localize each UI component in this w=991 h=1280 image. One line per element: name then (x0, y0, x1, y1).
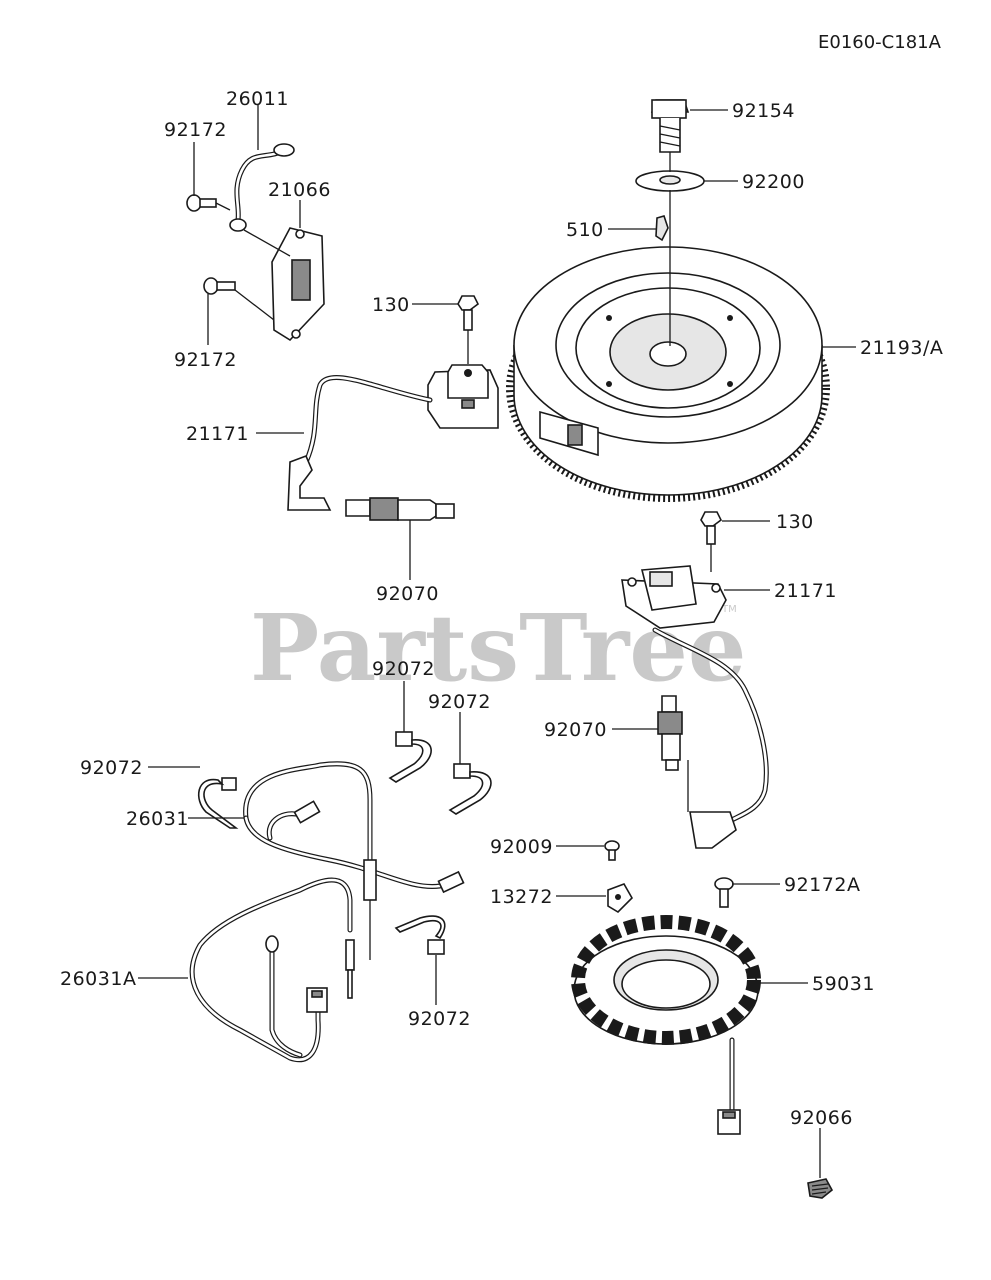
label-130-top: 130 (372, 294, 410, 316)
watermark-trademark: TM (721, 604, 737, 615)
label-92070-left: 92070 (376, 583, 439, 605)
label-59031: 59031 (812, 973, 875, 995)
regulator-21066[interactable] (271, 227, 325, 342)
ignition-coil-21171-right[interactable] (621, 565, 769, 849)
harness-26031a[interactable] (189, 877, 355, 1063)
label-92009: 92009 (490, 836, 553, 858)
key-510[interactable] (655, 215, 669, 242)
label-510: 510 (566, 219, 604, 241)
diagram-code: E0160-C181A (818, 32, 942, 53)
clamp-92072-b[interactable] (388, 731, 432, 783)
bolt-92154[interactable] (650, 99, 690, 153)
label-92072-a: 92072 (80, 757, 143, 779)
clamp-92072-d[interactable] (394, 915, 446, 955)
label-92072-d: 92072 (408, 1008, 471, 1030)
label-92200: 92200 (742, 171, 805, 193)
clamp-92072-c[interactable] (448, 763, 492, 815)
screw-92172a[interactable] (714, 877, 734, 908)
spark-plug-92070-left[interactable] (345, 497, 455, 580)
label-92070-right: 92070 (544, 719, 607, 741)
label-26031: 26031 (126, 808, 189, 830)
label-21193a: 21193/A (860, 337, 943, 359)
label-92172-top: 92172 (164, 119, 227, 141)
leader-lines (138, 105, 856, 1178)
screw-92172-top[interactable] (186, 194, 217, 212)
stator-59031[interactable] (571, 915, 761, 1135)
bolt-130-top[interactable] (457, 295, 480, 364)
label-26031a: 26031A (60, 968, 136, 990)
ignition-coil-21171-left[interactable] (287, 364, 499, 511)
label-92172-bottom: 92172 (174, 349, 237, 371)
label-21171-right: 21171 (774, 580, 837, 602)
nut-92066[interactable] (807, 1178, 834, 1199)
ground-wire-26011[interactable] (229, 143, 295, 232)
spark-plug-92070-right[interactable] (657, 695, 683, 771)
washer-92200[interactable] (635, 170, 705, 192)
harness-26031[interactable] (243, 761, 465, 960)
label-92066: 92066 (790, 1107, 853, 1129)
screw-92172-bottom[interactable] (203, 277, 236, 295)
flywheel-21193a[interactable] (506, 246, 830, 502)
bolt-130-right[interactable] (700, 511, 723, 572)
screw-92009[interactable] (604, 840, 620, 861)
label-92172a: 92172A (784, 874, 860, 896)
label-92072-b: 92072 (372, 658, 435, 680)
plate-13272[interactable] (607, 883, 633, 914)
clamp-92072-a[interactable] (197, 777, 239, 829)
label-130-right: 130 (776, 511, 814, 533)
label-13272: 13272 (490, 886, 553, 908)
label-21171-left: 21171 (186, 423, 249, 445)
label-21066: 21066 (268, 179, 331, 201)
label-92154: 92154 (732, 100, 795, 122)
label-92072-c: 92072 (428, 691, 491, 713)
label-26011: 26011 (226, 88, 289, 110)
